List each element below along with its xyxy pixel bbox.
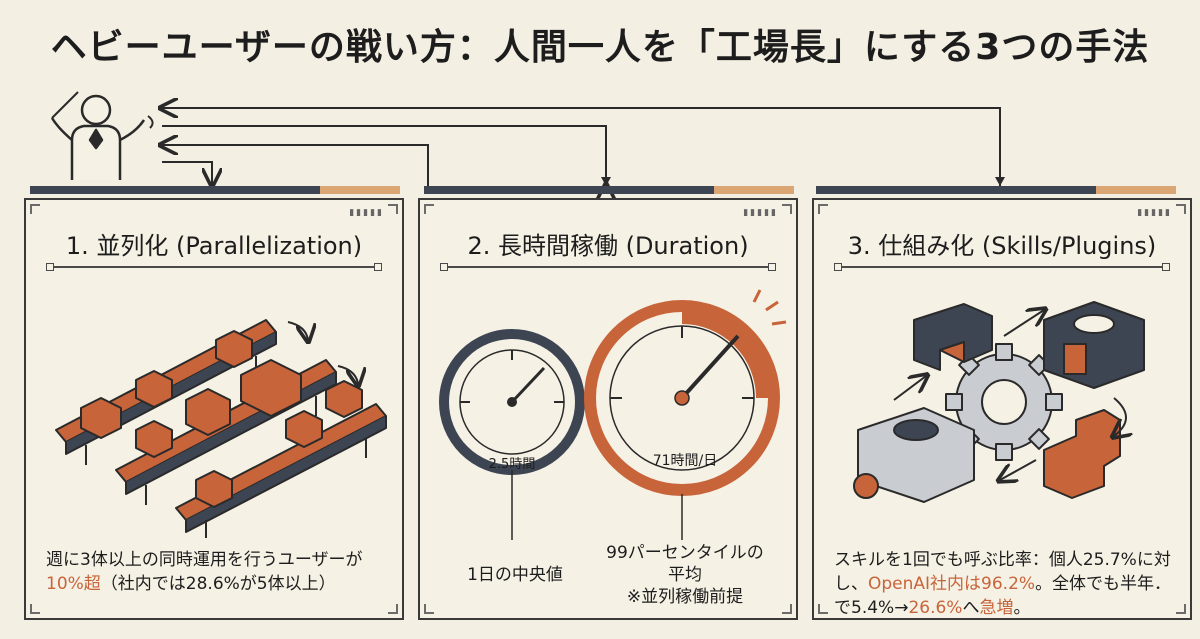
large-gauge-label-line: 平均 bbox=[668, 565, 702, 585]
small-gauge-readout: 2.5時間 bbox=[488, 457, 536, 472]
caption-text: 週に3体以上の同時運用を行うユーザーが bbox=[46, 550, 363, 570]
caption-text: 。 bbox=[1013, 598, 1031, 618]
caption-text: （社内では28.6%が5体以上） bbox=[100, 574, 336, 594]
panel-skills: ▮▮▮▮▮ 3. 仕組み化 (Skills/Plugins) bbox=[812, 198, 1192, 620]
caption-highlight: 10%超 bbox=[46, 574, 101, 594]
panel-title: 2. 長時間稼働 (Duration) bbox=[467, 232, 749, 260]
flow-arrow-1 bbox=[162, 161, 212, 184]
panel-caption: スキルを1回でも呼ぶ比率：個人25.7%に対し、OpenAI社内は96.2%。全… bbox=[834, 548, 1176, 620]
central-gear-icon bbox=[945, 343, 1063, 461]
large-gauge-label: 99パーセンタイルの 平均 ※並列稼働前提 bbox=[595, 542, 775, 608]
flow-arrow-2b bbox=[162, 145, 429, 186]
large-gauge-readout: 71時間/日 bbox=[652, 453, 718, 469]
caption-highlight: OpenAI社内は96.2% bbox=[868, 574, 1036, 594]
panel-caption: 週に3体以上の同時運用を行うユーザーが 10%超（社内では28.6%が5体以上） bbox=[46, 548, 388, 596]
large-gauge-label-line: ※並列稼働前提 bbox=[626, 587, 744, 607]
small-gauge bbox=[439, 329, 585, 540]
panel-tabs bbox=[30, 186, 1176, 194]
caption-text: 。全体でも半年．で5.4%→ bbox=[834, 574, 1172, 618]
conveyor-belt-icon bbox=[55, 319, 387, 538]
panel-title: 3. 仕組み化 (Skills/Plugins) bbox=[847, 232, 1157, 260]
caption-highlight: 26.6% bbox=[908, 598, 963, 618]
panel-parallelization: ▮▮▮▮▮ 1. 並列化 (Parallelization) bbox=[24, 198, 404, 620]
gear-icon bbox=[853, 301, 1145, 503]
caption-text: へ bbox=[962, 598, 980, 618]
gauge-icon bbox=[439, 289, 787, 540]
page-title: ヘビーユーザーの戦い方：人間一人を「工場長」にする3つの手法 bbox=[50, 27, 1150, 68]
caption-text: スキルを1回でも呼ぶ比率：個人25.7%に対し、 bbox=[834, 550, 1171, 594]
large-gauge-label-line: 99パーセンタイルの bbox=[606, 543, 764, 563]
panel-duration: ▮▮▮▮▮ 2. 長時間稼働 (Duration) bbox=[418, 198, 798, 620]
large-gauge bbox=[584, 289, 787, 540]
panel-title: 1. 並列化 (Parallelization) bbox=[65, 232, 363, 260]
caption-highlight: 急増 bbox=[979, 598, 1014, 618]
flow-arrow-3 bbox=[162, 108, 1001, 186]
conductor-icon bbox=[50, 91, 154, 180]
small-gauge-label: 1日の中央値 bbox=[467, 565, 563, 585]
flow-arrow-2 bbox=[162, 125, 606, 186]
